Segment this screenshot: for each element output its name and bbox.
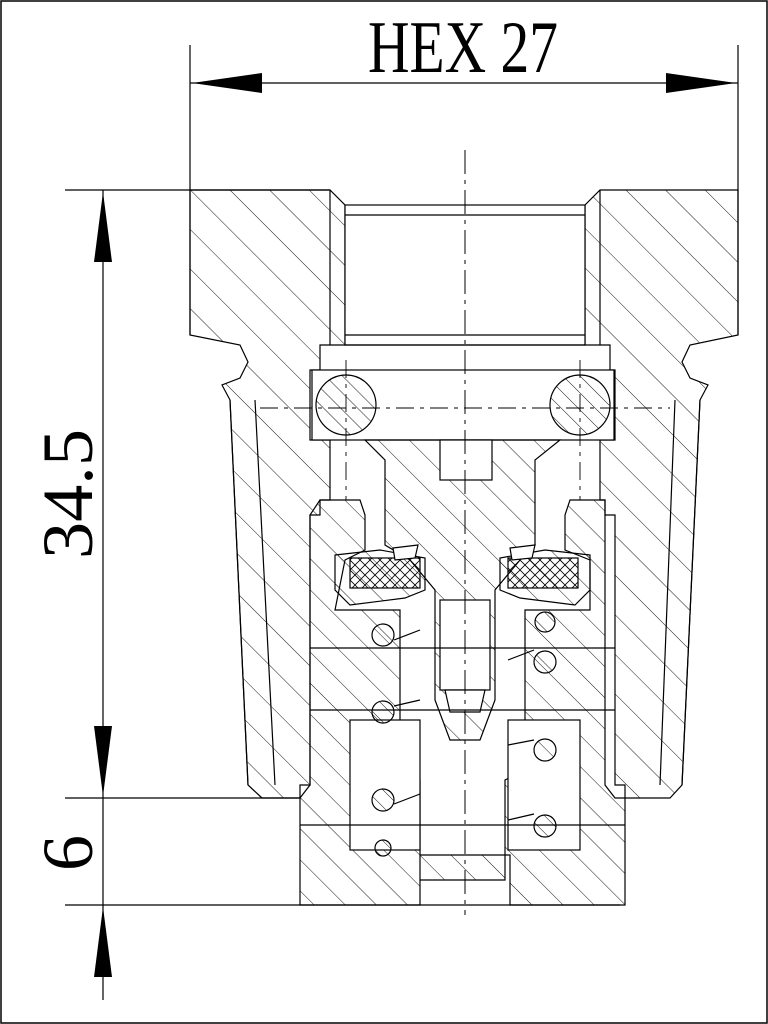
hex-dimension-label: HEX 27: [368, 7, 558, 89]
hex-dimension: HEX 27: [189, 7, 739, 190]
arrowhead-up-icon-2: [94, 907, 112, 977]
seal-ring: [334, 544, 591, 606]
bottom-dimension-label: 6: [28, 835, 108, 871]
spring: [371, 611, 557, 857]
arrowhead-right-icon: [666, 73, 736, 93]
arrowhead-up-icon: [94, 192, 112, 262]
ball-seat: [260, 360, 670, 500]
arrowhead-down-icon: [94, 726, 112, 796]
height-dimension-label: 34.5: [28, 429, 108, 559]
arrowhead-left-icon: [192, 73, 262, 93]
